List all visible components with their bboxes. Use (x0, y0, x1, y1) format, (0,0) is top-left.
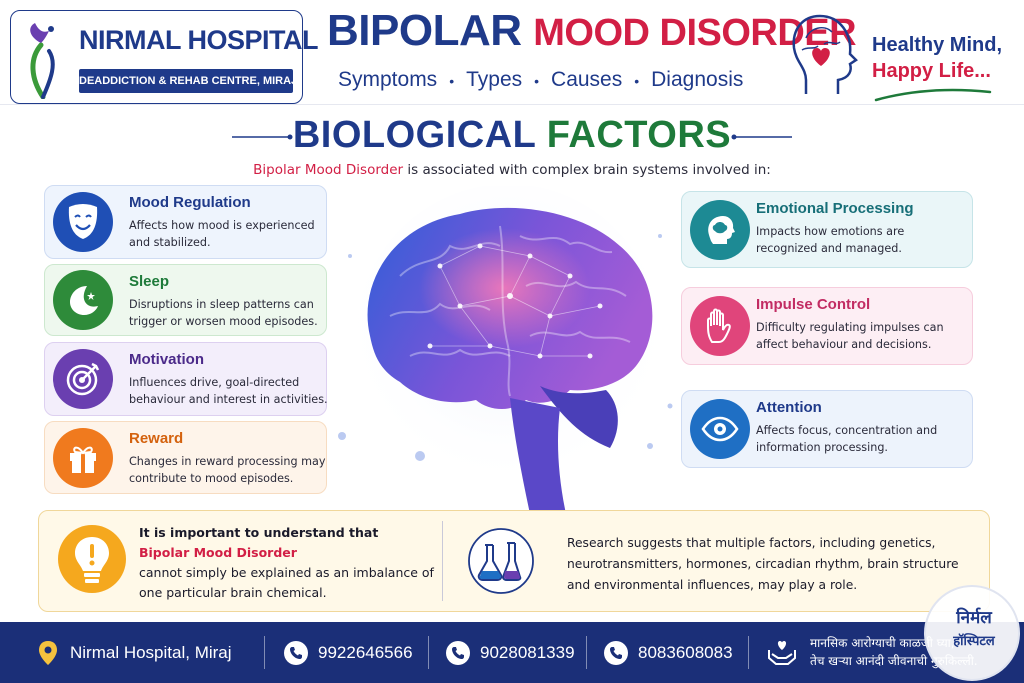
phone-icon (446, 640, 470, 665)
footer-phone-1[interactable]: 9922646566 (284, 622, 413, 683)
mask-icon (53, 192, 113, 252)
note-line1: It is important to understand that (139, 525, 379, 540)
eye-icon (690, 399, 750, 459)
brain-head-icon (690, 199, 750, 260)
card-attention: Attention Affects focus, concentration a… (681, 390, 973, 468)
slogan-swoosh (874, 88, 992, 102)
hospital-name: NIRMAL HOSPITAL (79, 25, 319, 55)
title-decoration-left (232, 134, 293, 140)
footer-separator (428, 636, 429, 669)
slogan-line1: Healthy Mind, (872, 34, 1003, 56)
seal-line1: निर्मल (956, 608, 992, 628)
card-mood-regulation: Mood Regulation Affects how mood is expe… (44, 185, 327, 259)
note-line3: cannot simply be explained as an imbalan… (139, 565, 434, 600)
card-title: Reward (129, 430, 184, 447)
hospital-tagline: DEADDICTION & REHAB CENTRE, MIRAJ (79, 69, 297, 93)
card-title: Sleep (129, 273, 170, 290)
phone-icon (284, 640, 308, 665)
location-pin-icon (39, 640, 57, 665)
section-title: BIOLOGICAL FACTORS (0, 114, 1024, 157)
seal-line2: हॉस्पिटल (953, 634, 995, 649)
subtitle-item-types: Types (466, 68, 523, 91)
subtitle-item-causes: Causes (551, 68, 623, 91)
card-description: Affects focus, concentration and informa… (756, 424, 938, 454)
card-description: Affects how mood is experienced and stab… (129, 219, 315, 249)
main-title-part2: MOOD DISORDER (533, 12, 857, 54)
card-sleep: Sleep Disruptions in sleep patterns can … (44, 264, 327, 336)
phone-number: 9922646566 (318, 642, 413, 662)
footer-phone-3[interactable]: 8083608083 (604, 622, 733, 683)
footer: Nirmal Hospital, Miraj 9922646566 902808… (0, 622, 1024, 683)
subtitle-item-symptoms: Symptoms (338, 68, 438, 91)
phone-number: 8083608083 (638, 642, 733, 662)
footer-phone-2[interactable]: 9028081339 (446, 622, 575, 683)
card-description: Impacts how emotions are recognized and … (756, 225, 905, 255)
intro-text: Bipolar Mood Disorder is associated with… (0, 162, 1024, 178)
hospital-seal-logo: निर्मल हॉस्पिटल (924, 585, 1020, 681)
brain-illustration (338, 186, 673, 514)
footer-location: Nirmal Hospital, Miraj (38, 622, 232, 683)
bullet-separator: • (634, 73, 640, 89)
flask-icon (468, 528, 534, 594)
bullet-separator: • (534, 73, 540, 89)
section-title-part1: BIOLOGICAL (292, 114, 536, 156)
gift-icon (53, 427, 113, 488)
intro-rest: is associated with complex brain systems… (403, 162, 771, 178)
footer-separator (264, 636, 265, 669)
main-title-part1: BIPOLAR (327, 6, 522, 55)
phone-icon (604, 640, 628, 665)
footer-location-text: Nirmal Hospital, Miraj (70, 642, 232, 662)
section-title-part2: FACTORS (546, 114, 732, 156)
title-decoration-right (731, 134, 792, 140)
card-title: Emotional Processing (756, 200, 914, 217)
bullet-separator: • (449, 73, 455, 89)
note-box: It is important to understand that Bipol… (38, 510, 990, 612)
card-description: Influences drive, goal-directed behaviou… (129, 376, 328, 406)
phone-number: 9028081339 (480, 642, 575, 662)
card-title: Mood Regulation (129, 194, 251, 211)
card-emotional-processing: Emotional Processing Impacts how emotion… (681, 191, 973, 268)
card-impulse-control: Impulse Control Difficulty regulating im… (681, 287, 973, 365)
hospital-logo-box: NIRMAL HOSPITAL DEADDICTION & REHAB CENT… (10, 10, 319, 104)
target-icon (53, 349, 113, 409)
card-title: Motivation (129, 351, 204, 368)
caring-hands-heart-icon (768, 641, 796, 665)
card-motivation: Motivation Influences drive, goal-direct… (44, 342, 328, 416)
footer-separator (586, 636, 587, 669)
note-divider (442, 521, 443, 601)
slogan-line2: Happy Life... (872, 60, 991, 82)
lightbulb-icon (58, 525, 126, 593)
card-description: Difficulty regulating impulses can affec… (756, 321, 944, 351)
note-text: It is important to understand that Bipol… (139, 523, 439, 603)
note-highlight: Bipolar Mood Disorder (139, 545, 297, 560)
hospital-logo-icon (30, 23, 55, 99)
card-reward: Reward Changes in reward processing may … (44, 421, 327, 494)
subtitle-item-diagnosis: Diagnosis (651, 68, 744, 91)
moon-icon (53, 270, 113, 330)
card-description: Disruptions in sleep patterns can trigge… (129, 298, 318, 328)
card-title: Impulse Control (756, 296, 871, 313)
marathi-line1: मानसिक आरोग्याची काळजी घ्या, (810, 636, 955, 650)
header-divider (0, 104, 1024, 105)
hand-icon (690, 296, 750, 356)
subtitle: Symptoms • Types • Causes • Diagnosis (338, 68, 743, 94)
card-description: Changes in reward processing may contrib… (129, 455, 326, 485)
footer-separator (748, 636, 749, 669)
intro-highlight: Bipolar Mood Disorder (253, 162, 404, 178)
research-text: Research suggests that multiple factors,… (567, 536, 959, 592)
card-title: Attention (756, 399, 822, 416)
main-title: BIPOLAR MOOD DISORDER (327, 6, 857, 56)
head-heart-icon (792, 14, 858, 94)
